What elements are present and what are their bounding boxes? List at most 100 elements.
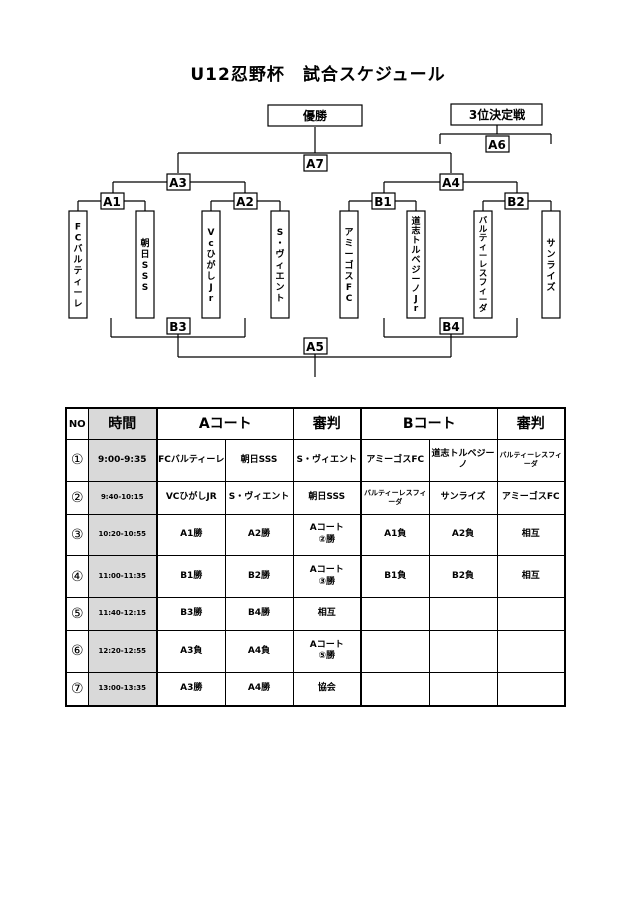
cell-ref-a: 相互 bbox=[292, 597, 362, 631]
node-a2-label: A2 bbox=[236, 195, 254, 209]
cell-ref-b: 相互 bbox=[496, 513, 566, 557]
node-a7-label: A7 bbox=[306, 157, 324, 171]
cell-ref-a: Aコート ③勝 bbox=[292, 555, 362, 599]
cell-ref-b: アミーゴスFC bbox=[496, 480, 566, 515]
node-b4: B4 bbox=[439, 317, 464, 335]
node-b1-label: B1 bbox=[374, 195, 392, 209]
cell-a1: B3勝 bbox=[156, 597, 226, 631]
cell-a2: A4勝 bbox=[224, 671, 294, 707]
champion-label: 優勝 bbox=[302, 108, 328, 123]
cell-ref-b: バルティーレスフィーダ bbox=[496, 439, 566, 482]
cell-a1: A1勝 bbox=[156, 513, 226, 557]
header-no: NO bbox=[65, 407, 89, 440]
node-b1: B1 bbox=[371, 192, 396, 210]
cell-a1: B1勝 bbox=[156, 555, 226, 599]
node-a5-label: A5 bbox=[306, 340, 324, 354]
cell-b2 bbox=[428, 629, 498, 673]
cell-b2 bbox=[428, 671, 498, 707]
cell-b2: B2負 bbox=[428, 555, 498, 599]
cell-ref-a: Aコート ②勝 bbox=[292, 513, 362, 557]
third-place-box: 3位決定戦 bbox=[450, 103, 543, 126]
cell-a1: A3勝 bbox=[156, 671, 226, 707]
cell-b1 bbox=[360, 629, 430, 673]
cell-b1: B1負 bbox=[360, 555, 430, 599]
node-a3-label: A3 bbox=[169, 176, 187, 190]
cell-ref-b: 相互 bbox=[496, 555, 566, 599]
cell-no: ① bbox=[65, 439, 89, 482]
cell-a1: VCひがしJR bbox=[156, 480, 226, 515]
cell-no: ⑥ bbox=[65, 629, 89, 673]
node-b3: B3 bbox=[166, 317, 191, 335]
cell-b1: A1負 bbox=[360, 513, 430, 557]
cell-time: 10:20-10:55 bbox=[87, 513, 158, 557]
node-a3: A3 bbox=[166, 173, 191, 191]
node-a4-label: A4 bbox=[442, 176, 460, 190]
cell-a1: A3負 bbox=[156, 629, 226, 673]
node-a4: A4 bbox=[439, 173, 464, 191]
third-place-label: 3位決定戦 bbox=[469, 107, 526, 122]
team-box-4: S・ヴィエント bbox=[270, 210, 290, 319]
schedule-header-row: NO 時間 Aコート 審判 Bコート 審判 bbox=[65, 407, 566, 440]
cell-a2: B4勝 bbox=[224, 597, 294, 631]
cell-no: ⑤ bbox=[65, 597, 89, 631]
cell-b2: A2負 bbox=[428, 513, 498, 557]
node-b2: B2 bbox=[504, 192, 529, 210]
node-a7: A7 bbox=[303, 154, 328, 172]
node-a5: A5 bbox=[303, 337, 328, 355]
cell-time: 11:40-12:15 bbox=[87, 597, 158, 631]
cell-ref-b bbox=[496, 629, 566, 673]
cell-b2: サンライズ bbox=[428, 480, 498, 515]
cell-b1: アミーゴスFC bbox=[360, 439, 430, 482]
team-name-4: S・ヴィエント bbox=[275, 228, 284, 304]
cell-b1 bbox=[360, 671, 430, 707]
header-b-court: Bコート bbox=[359, 407, 498, 440]
cell-b1: バルティーレスフィーダ bbox=[360, 480, 430, 515]
cell-ref-a: 協会 bbox=[292, 671, 362, 707]
header-referee-b: 審判 bbox=[496, 407, 566, 440]
cell-time: 12:20-12:55 bbox=[87, 629, 158, 673]
cell-no: ④ bbox=[65, 555, 89, 599]
cell-b1 bbox=[360, 597, 430, 631]
cell-a2: S・ヴィエント bbox=[224, 480, 294, 515]
node-a1: A1 bbox=[100, 192, 125, 210]
node-a1-label: A1 bbox=[103, 195, 121, 209]
cell-no: ⑦ bbox=[65, 671, 89, 707]
cell-a2: B2勝 bbox=[224, 555, 294, 599]
cell-ref-a: Aコート ⑤勝 bbox=[292, 629, 362, 673]
node-b3-label: B3 bbox=[169, 320, 187, 334]
tournament-bracket: 優勝 3位決定戦 A7 A6 A3 A4 A1 A2 B1 B2 B3 B4 A… bbox=[68, 103, 561, 377]
cell-ref-a: 朝日SSS bbox=[292, 480, 362, 515]
team-box-7: バルティーレスフィーダ bbox=[473, 210, 493, 319]
header-a-court: Aコート bbox=[156, 407, 294, 440]
cell-b2: 道志トルベジーノ bbox=[428, 439, 498, 482]
node-a6: A6 bbox=[485, 135, 510, 153]
cell-time: 9:00-9:35 bbox=[87, 439, 158, 482]
header-time: 時間 bbox=[87, 407, 158, 440]
node-b4-label: B4 bbox=[442, 320, 460, 334]
node-a2: A2 bbox=[233, 192, 258, 210]
cell-time: 13:00-13:35 bbox=[87, 671, 158, 707]
cell-ref-a: S・ヴィエント bbox=[292, 439, 362, 482]
cell-ref-b bbox=[496, 671, 566, 707]
team-name-7: バルティーレスフィーダ bbox=[479, 215, 488, 313]
cell-a2: A4負 bbox=[224, 629, 294, 673]
cell-no: ③ bbox=[65, 513, 89, 557]
champion-box: 優勝 bbox=[267, 104, 363, 127]
